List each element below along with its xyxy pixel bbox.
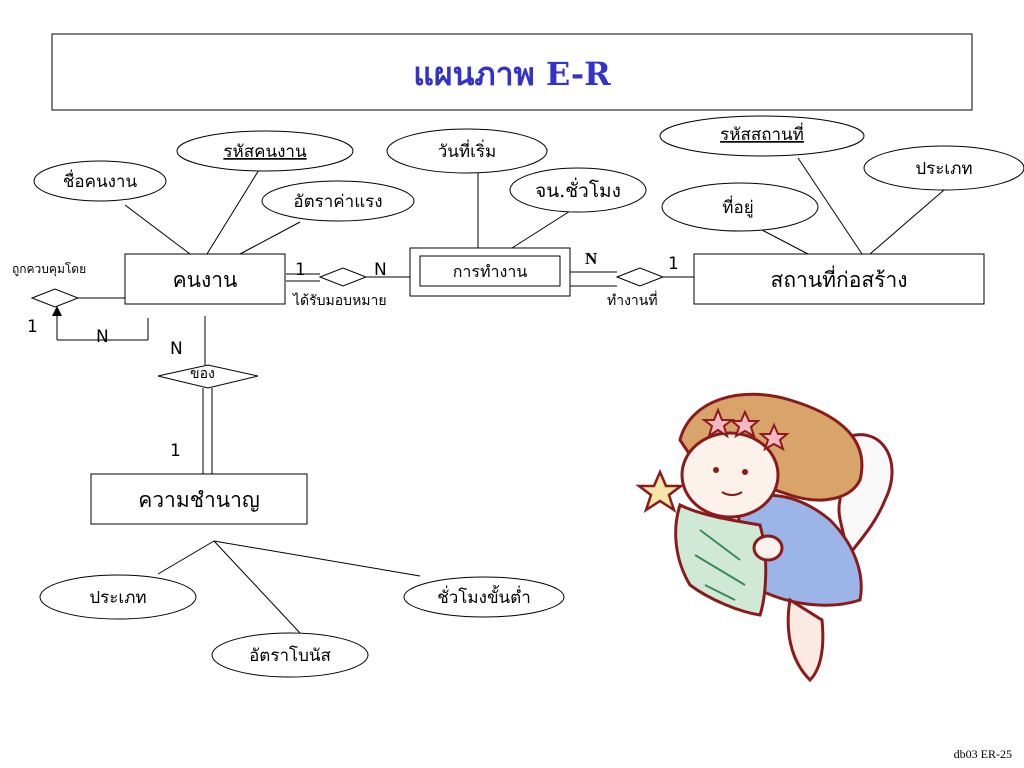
card-works-one: 1	[668, 254, 679, 274]
card-works-many: N	[585, 249, 598, 268]
attr-emp-id-label: รหัสคนงาน	[223, 142, 307, 162]
rel-assigned	[318, 267, 368, 287]
card-supervise-one: 1	[27, 317, 38, 337]
entity-assignment-inner	[419, 255, 561, 287]
attr-hours	[509, 167, 647, 213]
rel-assigned-label: ได้รับมอบหมาย	[292, 292, 387, 309]
entity-employee-label: คนงาน	[173, 268, 238, 292]
rel-works-at	[615, 267, 665, 287]
attr-site-address-label: ที่อยู่	[722, 195, 753, 218]
entity-skill	[90, 473, 308, 525]
attr-start-date-label: วันที่เริ่ม	[438, 139, 497, 162]
attr-site-id-label: รหัสสถานที่	[720, 122, 804, 145]
attr-bonus-rate-label: อัตราโบนัส	[249, 645, 331, 666]
attr-skill-type	[39, 574, 197, 620]
card-assigned-one: 1	[295, 260, 306, 280]
diagram-title: แผนภาพ E-R	[413, 55, 611, 93]
attr-emp-id	[176, 130, 354, 172]
attr-site-type-label: ประเภท	[915, 159, 972, 179]
entity-site	[693, 253, 985, 305]
connector-lines	[56, 157, 945, 634]
card-has-one: 1	[170, 441, 181, 461]
entity-skill-label: ความชำนาญ	[138, 488, 260, 512]
rel-supervised-by	[30, 288, 80, 308]
title-box	[51, 33, 973, 111]
attr-min-hours-label: ชั่วโมงขั้นต่ำ	[437, 585, 531, 608]
attr-site-address	[661, 182, 819, 232]
attr-start-date	[386, 128, 548, 174]
attr-hours-label: จน.ชั่วโมง	[535, 177, 621, 202]
rel-has	[157, 364, 259, 389]
angel-illustration	[635, 392, 894, 683]
attr-emp-name	[33, 160, 167, 202]
attr-wage-rate-label: อัตราค่าแรง	[293, 192, 382, 212]
card-assigned-many: N	[374, 260, 387, 280]
attr-emp-name-label: ชื่อคนงาน	[63, 169, 138, 192]
attr-site-id	[659, 115, 865, 157]
entity-assignment-label: การทำงาน	[453, 262, 528, 281]
attr-bonus-rate	[211, 632, 369, 678]
entity-site-label: สถานที่ก่อสร้าง	[771, 265, 908, 292]
card-supervise-many: N	[96, 327, 109, 347]
arrow-head	[52, 306, 62, 316]
card-has-many: N	[170, 339, 183, 359]
attr-min-hours	[403, 576, 565, 618]
attr-site-type	[863, 145, 1024, 191]
slide-footer: db03 ER-25	[953, 747, 1012, 761]
rel-has-label: ของ	[190, 366, 215, 382]
rel-supervised-by-label: ถูกควบคุมโดย	[12, 262, 86, 277]
attr-wage-rate	[261, 180, 415, 222]
entity-employee	[124, 253, 286, 305]
attr-skill-type-label: ประเภท	[89, 588, 146, 608]
rel-works-at-label: ทำงานที่	[607, 291, 658, 309]
